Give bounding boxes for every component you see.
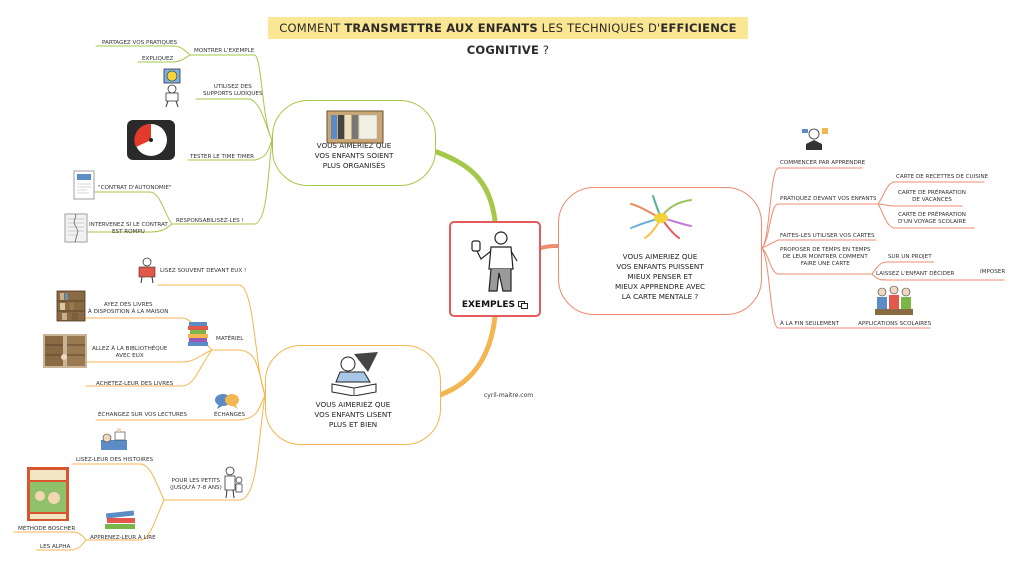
- person-reading-book-icon: [138, 257, 156, 283]
- parent-child-icon: [224, 466, 243, 498]
- label-pour-les-petits[interactable]: POUR LES PETITS(JUSQU'À 7-8 ANS): [170, 478, 222, 491]
- label-faites-utiliser[interactable]: FAITES-LES UTILISER VOS CARTES: [780, 233, 875, 239]
- bookshelf-icon: [326, 110, 384, 144]
- label-echangez-lectures[interactable]: ÉCHANGEZ SUR VOS LECTURES: [98, 412, 187, 418]
- label-echanges[interactable]: ÉCHANGES: [214, 412, 246, 418]
- branch-carte-mentale[interactable]: VOUS AIMERIEZ QUE VOS ENFANTS PUISSENT M…: [558, 187, 762, 315]
- label-lisez-histoires[interactable]: LISEZ-LEUR DES HISTOIRES: [76, 457, 154, 463]
- child-reading-icon: [331, 352, 378, 396]
- label-partagez-pratiques[interactable]: PARTAGEZ VOS PRATIQUES: [102, 40, 178, 46]
- label-expliquez[interactable]: EXPLIQUEZ: [142, 56, 174, 62]
- label-materiel[interactable]: MATÉRIEL: [216, 336, 244, 342]
- link-icon: [518, 300, 529, 309]
- label-lisez-devant[interactable]: LISEZ SOUVENT DEVANT EUX !: [160, 268, 247, 274]
- label-apprenez-lire[interactable]: APPRENEZ-LEUR À LIRE: [90, 535, 156, 541]
- page-title: COMMENT TRANSMETTRE AUX ENFANTS LES TECH…: [268, 17, 748, 57]
- label-pratiquez-devant[interactable]: PRATIQUEZ DEVANT VOS ENFANTS: [780, 196, 877, 202]
- book-stack-icon: [188, 322, 208, 346]
- contract-document-icon: [73, 170, 95, 200]
- site-url[interactable]: cyril-maitre.com: [484, 392, 534, 399]
- label-commencer-apprendre[interactable]: COMMENCER PAR APPRENDRE: [780, 160, 866, 166]
- books-pile-icon: [105, 510, 135, 529]
- label-time-timer[interactable]: TESTER LE TIME TIMER: [190, 154, 255, 160]
- label-imposer[interactable]: IMPOSER: [980, 269, 1006, 275]
- central-node[interactable]: EXEMPLES: [449, 221, 541, 317]
- torn-contract-icon: [64, 213, 88, 243]
- label-applications-scolaires[interactable]: APPLICATIONS SCOLAIRES: [858, 321, 932, 327]
- label-achetez-livres[interactable]: ACHETEZ-LEUR DES LIVRES: [96, 381, 174, 387]
- label-les-alpha[interactable]: LES ALPHA: [40, 544, 71, 550]
- label-montrer-exemple[interactable]: MONTRER L'EXEMPLE: [194, 48, 255, 54]
- label-laissez-decider[interactable]: LAISSEZ L'ENFANT DÉCIDER: [876, 271, 955, 277]
- mind-map-brain-icon: [630, 195, 692, 239]
- juggling-smiley-icon: [163, 68, 181, 107]
- central-node-label: EXEMPLES: [451, 300, 539, 310]
- home-bookcase-icon: [56, 290, 86, 322]
- label-contrat-autonomie[interactable]: "CONTRAT D'AUTONOMIE": [98, 185, 172, 191]
- label-methode-boscher[interactable]: MÉTHODE BOSCHER: [18, 526, 76, 532]
- label-responsabilisez[interactable]: RESPONSABILISEZ-LES !: [176, 218, 244, 224]
- learning-tools-icon: [802, 128, 828, 150]
- school-kids-icon: [875, 285, 913, 315]
- branch-lisent[interactable]: VOUS AIMERIEZ QUE VOS ENFANTS LISENT PLU…: [265, 345, 441, 445]
- bedtime-story-icon: [101, 428, 127, 450]
- label-sur-projet[interactable]: SUR UN PROJET: [888, 254, 932, 260]
- time-timer-icon: [127, 120, 175, 160]
- label-carte-recettes[interactable]: CARTE DE RECETTES DE CUISINE: [896, 174, 989, 180]
- speech-bubbles-icon: [215, 394, 239, 409]
- boscher-book-cover-icon: [27, 467, 69, 521]
- thumbs-up-person-icon: [471, 231, 518, 292]
- library-icon: [43, 334, 87, 368]
- branch-organises[interactable]: VOUS AIMERIEZ QUE VOS ENFANTS SOIENT PLU…: [272, 100, 436, 186]
- label-fin-seulement[interactable]: À LA FIN SEULEMENT: [780, 321, 840, 327]
